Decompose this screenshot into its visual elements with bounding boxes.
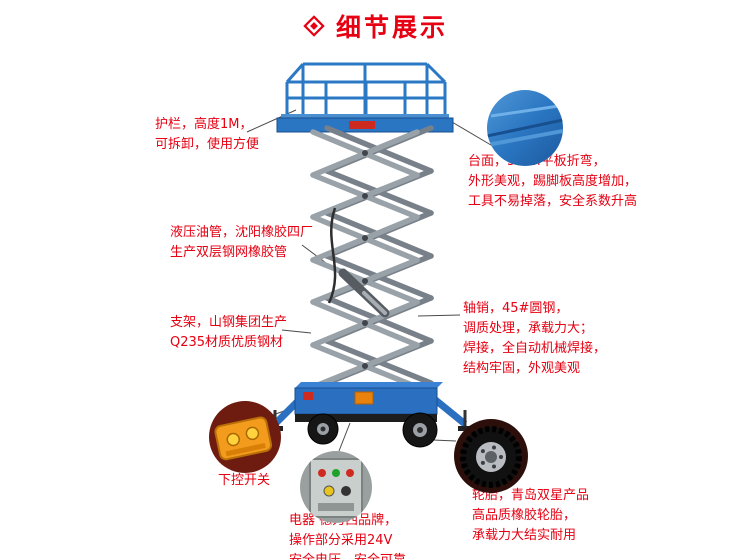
- hydraulic-hose: [327, 207, 337, 304]
- callout-axle-pin: 轴销，45#圆钢， 调质处理，承载力大； 焊接，全自动机械焊接， 结构牢固，外观…: [463, 301, 607, 376]
- callout-tires: 轮胎，青岛双星产品 高品质橡胶轮胎， 承载力大结实耐用: [472, 488, 590, 543]
- wheels: [307, 412, 438, 448]
- callout-hydraulic-hose: 液压油管，沈阳橡胶四厂 生产双层钢网橡胶管: [170, 225, 314, 260]
- callout-guardrail: 护栏，高度1M， 可拆卸，使用方便: [155, 117, 260, 152]
- scissor-lift-photo: [265, 58, 480, 450]
- platform-detail-photo: [487, 90, 563, 170]
- platform-deck: [276, 114, 454, 133]
- lower-control-switch-photo: [209, 401, 281, 477]
- chassis: [294, 382, 443, 422]
- tire-photo: [454, 419, 528, 497]
- header: 细节展示: [0, 8, 750, 44]
- diamond-icon: [302, 14, 326, 38]
- callout-support-frame: 支架，山钢集团生产 Q235材质优质钢材: [170, 315, 288, 350]
- guardrail: [285, 62, 447, 118]
- callout-electrical: 电器 德力西品牌， 操作部分采用24V 安全电压，安全可靠: [289, 513, 406, 560]
- axle-pins: [362, 150, 368, 369]
- electrical-panel-photo: [300, 451, 372, 527]
- page-title: 细节展示: [335, 13, 448, 42]
- hydraulic-cylinder: [338, 268, 390, 318]
- callout-lower-control-switch: 下控开关: [218, 473, 271, 488]
